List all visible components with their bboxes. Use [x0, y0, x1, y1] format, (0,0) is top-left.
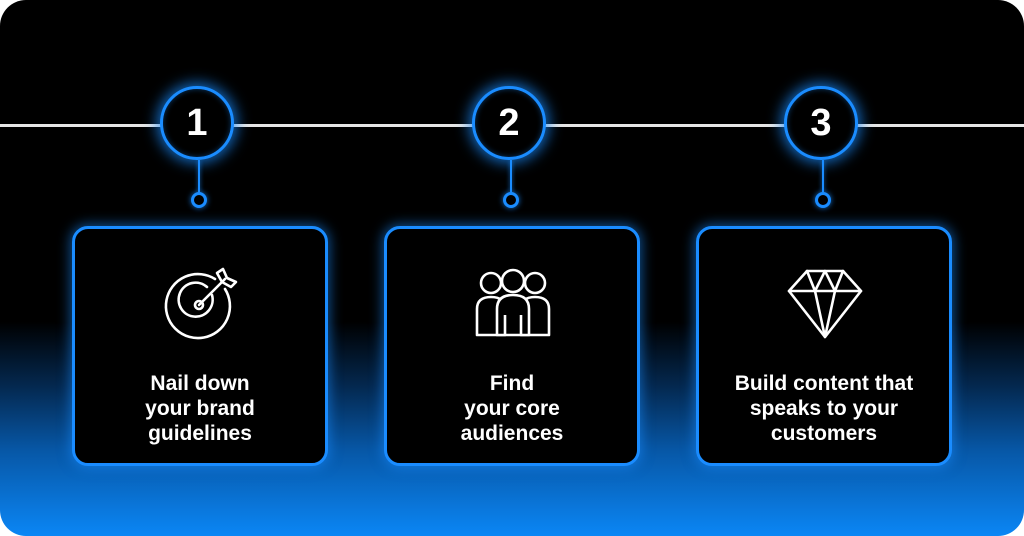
step-connector	[510, 160, 512, 192]
step-description: Nail down your brand guidelines	[145, 372, 255, 445]
step-card: Build content that speaks to your custom…	[696, 226, 952, 466]
step-card: Find your core audiences	[384, 226, 640, 466]
step-1: 1 Nail down your brand guidelines	[72, 0, 328, 536]
step-number-badge: 2	[472, 86, 546, 160]
step-number: 1	[186, 101, 208, 144]
step-description: Build content that speaks to your custom…	[734, 372, 914, 445]
connector-dot	[191, 192, 207, 208]
people-group-icon	[475, 268, 551, 337]
step-number-badge: 1	[160, 86, 234, 160]
step-connector	[822, 160, 824, 192]
step-description: Find your core audiences	[460, 372, 564, 445]
connector-dot	[503, 192, 519, 208]
step-number: 3	[810, 101, 832, 144]
diamond-icon	[787, 269, 863, 339]
target-icon	[164, 267, 238, 340]
connector-dot	[815, 192, 831, 208]
step-number: 2	[498, 101, 520, 144]
step-card: Nail down your brand guidelines	[72, 226, 328, 466]
step-number-badge: 3	[784, 86, 858, 160]
step-2: 2 Find your core audiences	[384, 0, 640, 536]
step-3: 3 Build content that speaks to your cust…	[696, 0, 952, 536]
step-connector	[198, 160, 200, 192]
